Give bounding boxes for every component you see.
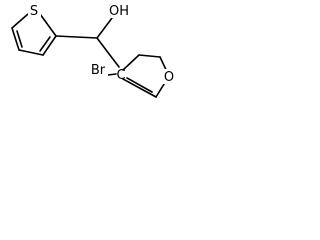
furan-oxygen-label: O <box>164 70 174 85</box>
bromine-label: Br <box>91 63 106 78</box>
bond-c3-c4 <box>18 49 44 56</box>
bond-c4-c5 <box>42 35 57 56</box>
double-bond-c2-c3-inner <box>16 30 23 48</box>
bond-c2-c3 <box>11 27 20 51</box>
bond-c5-s <box>39 13 57 37</box>
hydroxyl-label: OH <box>109 4 129 19</box>
bond-thiophene-chc <box>55 35 98 39</box>
bond-chc-oh <box>96 17 113 39</box>
molecule-diagram: S OH Br C O <box>11 3 176 98</box>
double-bond-lower-stereocenter <box>126 77 153 93</box>
bond-upper-c <box>138 54 161 58</box>
bond-stereocenter-upper <box>122 54 140 71</box>
hydroxyl-label-bg <box>107 3 131 18</box>
bonds <box>11 13 170 98</box>
sulfur-label: S <box>30 4 38 19</box>
bond-chc-stereocenter <box>96 37 120 68</box>
structure-canvas: S OH Br C O <box>0 0 193 123</box>
atom-labels: S OH Br C O <box>28 3 176 85</box>
bond-s-c2 <box>11 13 29 29</box>
bond-stereocenter-br <box>107 73 117 76</box>
bond-lower-stereocenter <box>122 78 157 98</box>
double-bond-c4-c5-inner <box>39 36 51 52</box>
sulfur-label-bg <box>28 3 41 18</box>
stereocenter-carbon-label: C <box>116 68 125 83</box>
bromine-label-bg <box>88 62 108 77</box>
furan-oxygen-label-bg <box>163 69 176 84</box>
